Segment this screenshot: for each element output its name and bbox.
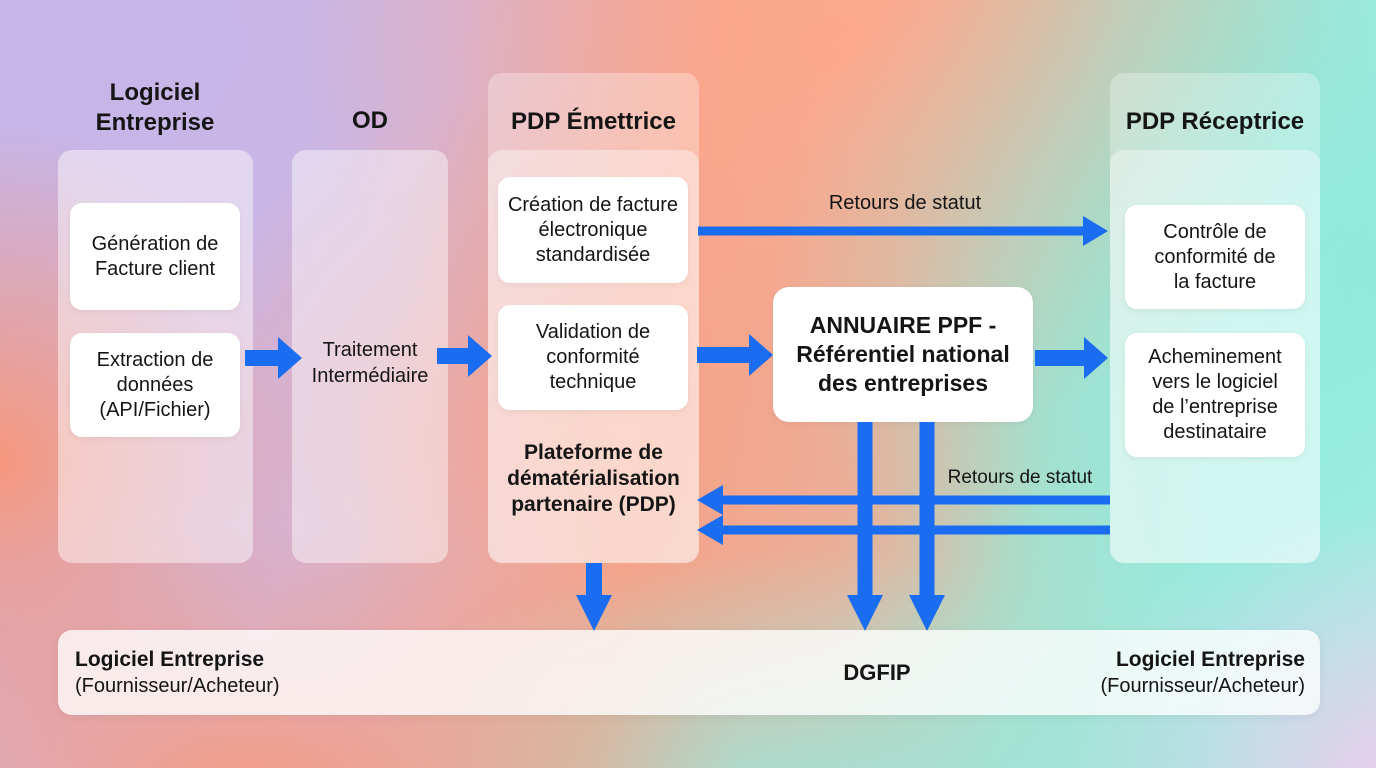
pdp-emettrice-title: PDP Émettrice bbox=[511, 108, 676, 135]
arrow-shaft bbox=[437, 348, 470, 364]
extraction-donnees-box: Extraction de données (API/Fichier) bbox=[70, 333, 240, 437]
arrow-shaft bbox=[919, 422, 935, 597]
extraction-to-od-arrow-icon bbox=[245, 337, 302, 379]
annuaire-to-dgfip-arrow-2-icon bbox=[909, 422, 945, 631]
status-return-arrow-1-icon bbox=[697, 484, 1110, 515]
arrow-shaft bbox=[698, 226, 1085, 235]
arrow-head bbox=[697, 514, 723, 545]
emettrice-to-annuaire-arrow-icon bbox=[697, 334, 773, 376]
arrow-shaft bbox=[697, 347, 751, 363]
arrow-shaft bbox=[245, 350, 280, 366]
arrow-shaft bbox=[721, 525, 1110, 534]
bar-right-group: Logiciel Entreprise (Fournisseur/Acheteu… bbox=[1100, 646, 1305, 699]
retours-statut-top-label: Retours de statut bbox=[828, 192, 982, 214]
arrow-head bbox=[1084, 337, 1108, 379]
bar-left-group: Logiciel Entreprise (Fournisseur/Acheteu… bbox=[75, 646, 280, 699]
traitement-intermediaire-label: Traitement Intermédiaire bbox=[311, 339, 429, 387]
bar-center-group: DGFIP bbox=[747, 659, 1007, 686]
od-panel bbox=[292, 150, 448, 563]
pdp-receptrice-title: PDP Réceptrice bbox=[1125, 108, 1305, 135]
arrow-head bbox=[847, 595, 883, 631]
logiciel-entreprise-title: Logiciel Entreprise bbox=[95, 79, 215, 136]
arrow-shaft bbox=[721, 495, 1110, 504]
annuaire-to-dgfip-arrow-1-icon bbox=[847, 422, 883, 631]
arrow-head bbox=[1083, 215, 1108, 246]
pdp-receptrice-panel bbox=[1110, 73, 1320, 563]
arrow-shaft bbox=[1035, 350, 1086, 366]
status-return-arrow-2-icon bbox=[697, 514, 1110, 545]
arrow-head bbox=[576, 595, 612, 631]
arrow-head bbox=[909, 595, 945, 631]
emettrice-to-logiciel-arrow-icon bbox=[576, 563, 612, 631]
retours-statut-bottom-label: Retours de statut bbox=[947, 467, 1093, 488]
bar-dgfip-title: DGFIP bbox=[843, 660, 911, 685]
arrow-shaft bbox=[857, 422, 873, 597]
od-to-emettrice-arrow-icon bbox=[437, 335, 492, 377]
bottom-bar: Logiciel Entreprise (Fournisseur/Acheteu… bbox=[58, 630, 1320, 715]
arrow-head bbox=[468, 335, 492, 377]
plateforme-pdp-label: Plateforme de dématérialisation partenai… bbox=[507, 441, 680, 516]
bar-left-title: Logiciel Entreprise bbox=[75, 648, 265, 671]
arrow-shaft bbox=[586, 563, 602, 597]
creation-facture-box: Création de facture électronique standar… bbox=[498, 177, 688, 283]
validation-conformite-box: Validation de conformité technique bbox=[498, 305, 688, 410]
acheminement-box: Acheminement vers le logiciel de l’entre… bbox=[1125, 333, 1305, 457]
annuaire-to-receptrice-arrow-icon bbox=[1035, 337, 1108, 379]
od-title: OD bbox=[352, 107, 388, 134]
generation-facture-box: Génération de Facture client bbox=[70, 203, 240, 310]
arrow-head bbox=[749, 334, 773, 376]
arrow-head bbox=[697, 484, 723, 515]
annuaire-ppf-box: ANNUAIRE PPF - Référentiel national des … bbox=[773, 287, 1033, 422]
controle-conformite-box: Contrôle de conformité de la facture bbox=[1125, 205, 1305, 309]
status-top-arrow-icon bbox=[698, 215, 1108, 246]
bar-right-title: Logiciel Entreprise bbox=[1115, 648, 1305, 671]
bar-left-subtitle: (Fournisseur/Acheteur) bbox=[75, 675, 280, 697]
bar-right-subtitle: (Fournisseur/Acheteur) bbox=[1100, 675, 1305, 697]
arrow-head bbox=[278, 337, 302, 379]
